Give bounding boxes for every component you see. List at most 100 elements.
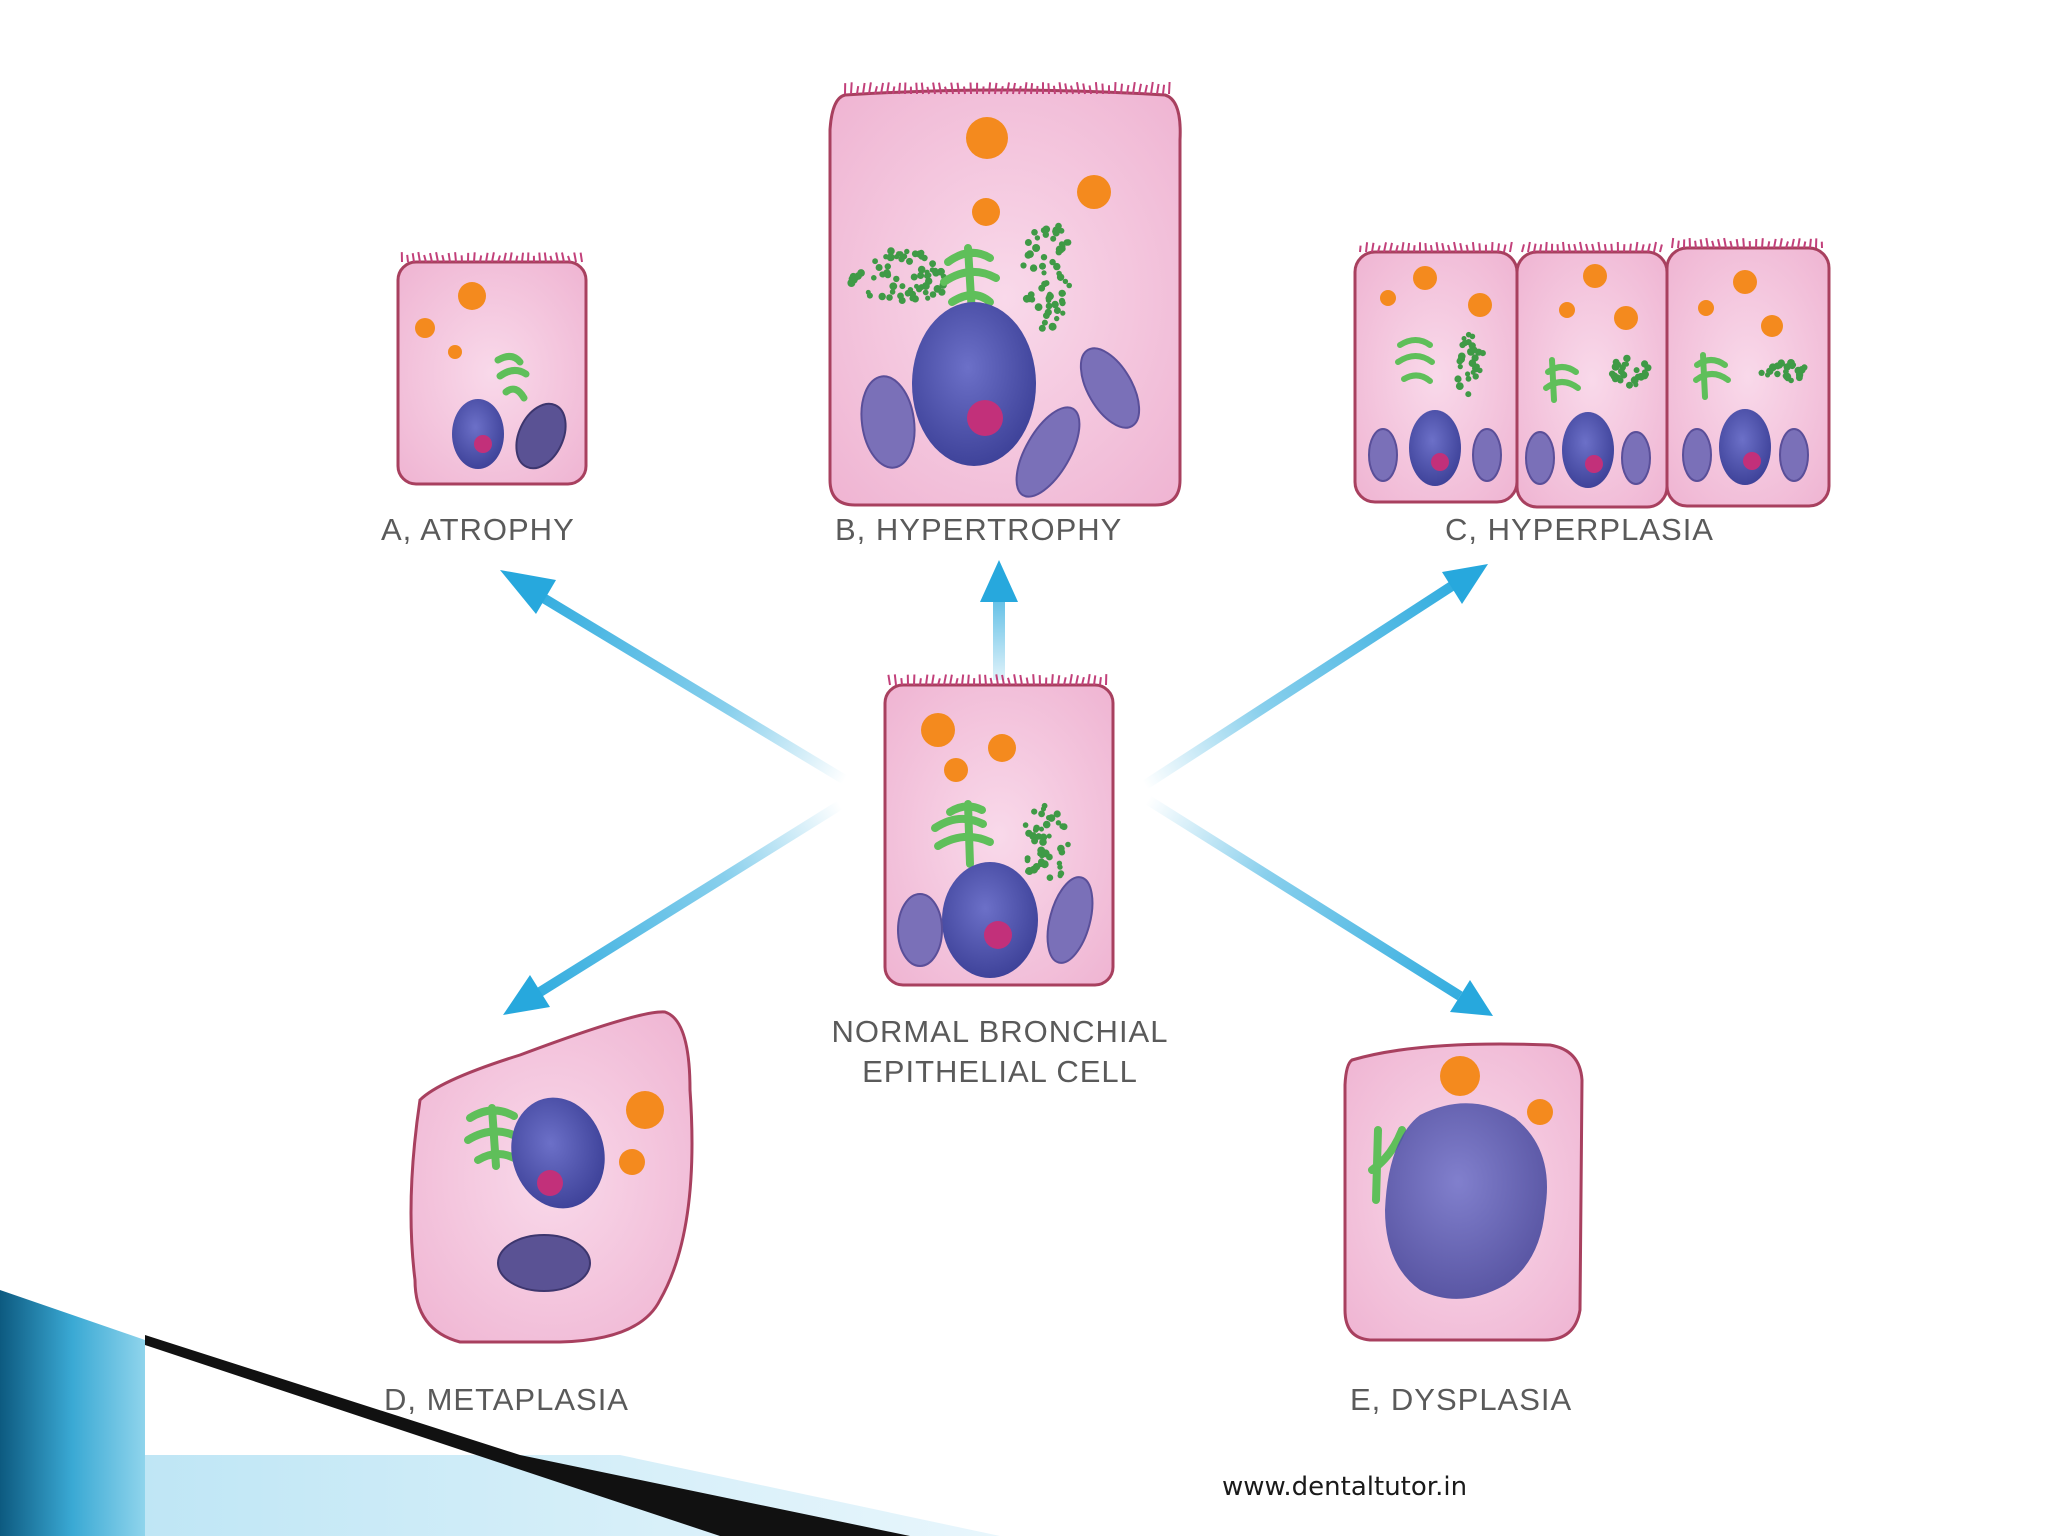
ribosome-dot: [1054, 315, 1060, 322]
nucleolus: [967, 400, 1003, 436]
ribosome-dot: [1472, 373, 1479, 380]
arrow-to-metaplasia: [503, 800, 843, 1015]
secretory-granule: [415, 318, 435, 338]
ribosome-dot: [1033, 824, 1040, 832]
cilia: [1671, 237, 1823, 249]
ribosome-dot: [1479, 350, 1486, 357]
ribosome-dot: [875, 264, 883, 271]
nucleolus: [474, 435, 492, 453]
ribosome-dot: [894, 254, 900, 260]
ribosome-dot: [899, 283, 906, 290]
ribosome-dot: [1041, 319, 1048, 326]
ribosome-dot: [914, 283, 919, 289]
ribosome-dot: [1462, 340, 1469, 346]
ribosome-dot: [1065, 841, 1071, 848]
ribosome-dot: [1641, 360, 1649, 368]
ribosome-dot: [1457, 364, 1463, 370]
secretory-granule: [921, 713, 955, 747]
ribosome-dot: [889, 289, 896, 295]
ribosome-dot: [897, 292, 904, 300]
ribosome-dot: [1022, 822, 1029, 828]
ribosome-dot: [1056, 860, 1063, 866]
ribosome-dot: [1041, 849, 1050, 858]
cilia: [1359, 241, 1513, 253]
secretory-granule: [1077, 175, 1111, 209]
ribosome-dot: [886, 253, 895, 262]
arrow-to-atrophy: [500, 570, 848, 785]
mitochondrion: [497, 1234, 591, 1292]
cilia: [844, 81, 1171, 95]
ribosome-dot: [1030, 865, 1038, 874]
cilia: [400, 251, 583, 263]
nucleus: [452, 399, 504, 469]
ribosome-dot: [917, 265, 926, 274]
secretory-granule: [1440, 1056, 1480, 1096]
ribosome-dot: [1455, 382, 1464, 390]
ribosome-dot: [1057, 870, 1065, 877]
ribosome-dot: [932, 269, 940, 277]
ribosome-dot: [925, 295, 931, 301]
label-normal-line2: EPITHELIAL CELL: [862, 1054, 1138, 1089]
ribosome-dot: [1060, 310, 1066, 316]
ribosome-dot: [917, 272, 925, 279]
secretory-granule: [626, 1091, 664, 1129]
ribosome-dot: [1031, 808, 1038, 815]
ribosome-dot: [1062, 278, 1069, 285]
ribosome-dot: [1783, 363, 1791, 371]
ribosome-dot: [1043, 312, 1050, 319]
hyperplasia-cells: [1353, 237, 1831, 509]
ribosome-dot: [1066, 282, 1072, 289]
ribosome-dot: [1024, 239, 1032, 246]
ribosome-dot: [1620, 371, 1628, 379]
ribosome-dot: [904, 248, 910, 255]
label-metaplasia: D, METAPLASIA: [384, 1382, 629, 1417]
ribosome-dot: [906, 257, 913, 265]
ribosome-dot: [1024, 855, 1031, 862]
golgi-apparatus: [464, 1104, 524, 1170]
rough-er: [1020, 222, 1072, 332]
dysplasia-cell: [1343, 1042, 1584, 1342]
rough-er: [847, 247, 947, 304]
arrow-to-hypertrophy: [980, 560, 1018, 680]
ribosome-dot: [878, 292, 886, 301]
nucleus: [1385, 1103, 1547, 1299]
hyperplasia-cell-2: [1515, 241, 1669, 509]
ribosome-dot: [1025, 868, 1031, 875]
ribosome-dot: [1610, 372, 1619, 381]
ribosome-dot: [1038, 324, 1046, 332]
ribosome-dot: [1034, 235, 1041, 241]
secretory-granule: [966, 117, 1008, 159]
corner-decoration: [0, 1290, 1000, 1536]
hyperplasia-cell-1: [1353, 241, 1519, 504]
ribosome-dot: [1624, 361, 1629, 367]
ribosome-dot: [921, 254, 928, 262]
ribosome-dot: [1050, 235, 1057, 242]
secretory-granule: [619, 1149, 645, 1175]
ribosome-dot: [1048, 322, 1057, 331]
mitochondrion: [860, 375, 916, 469]
ribosome-dot: [883, 269, 891, 278]
ribosome-dot: [1465, 371, 1471, 377]
ribosome-dot: [1046, 292, 1054, 301]
ribosome-dot: [1053, 307, 1061, 314]
ribosome-dot: [1051, 300, 1059, 309]
mitochondrion: [1079, 347, 1141, 429]
secretory-granule: [458, 282, 486, 310]
ribosome-dot: [911, 250, 919, 258]
website-link[interactable]: www.dentaltutor.in: [1222, 1472, 1468, 1502]
ribosome-dot: [1020, 262, 1027, 269]
ribosome-dot: [1042, 820, 1051, 829]
label-hyperplasia: C, HYPERPLASIA: [1445, 512, 1714, 547]
rough-er: [1022, 802, 1071, 881]
golgi-apparatus: [494, 353, 530, 402]
mitochondrion: [897, 893, 943, 967]
ribosome-dot: [1026, 250, 1034, 258]
ribosome-dot: [1041, 270, 1047, 276]
ribosome-dot: [1623, 354, 1631, 363]
ribosome-dot: [1025, 829, 1033, 837]
ribosome-dot: [1029, 296, 1036, 303]
ribosome-dot: [1801, 364, 1808, 371]
ribosome-dot: [1641, 372, 1649, 380]
ribosome-dot: [886, 294, 893, 301]
